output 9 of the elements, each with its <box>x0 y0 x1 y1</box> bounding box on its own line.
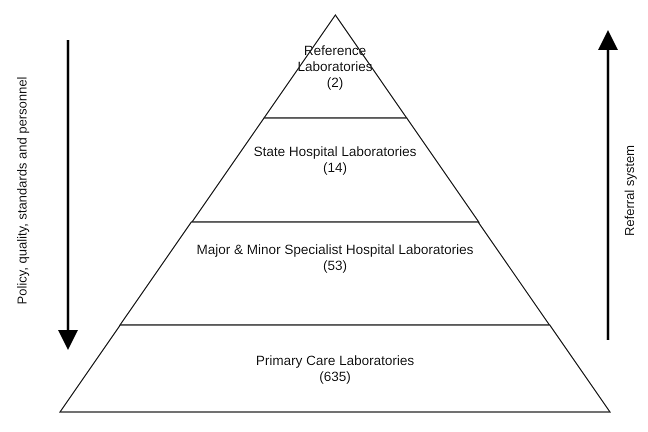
tier-count: (2) <box>326 75 344 91</box>
arrow-label: Referral system <box>622 144 638 236</box>
tier-name: State Hospital Laboratories <box>252 144 418 160</box>
tier-count: (53) <box>322 258 348 274</box>
tier-count: (14) <box>322 160 348 176</box>
tier-name: Major & Minor Specialist Hospital Laboratories <box>196 242 474 258</box>
tier-name: Primary Care Laboratories <box>254 353 416 369</box>
arrow-label: Policy, quality, standards and personnel <box>14 76 30 304</box>
tier-count: (635) <box>318 369 352 385</box>
